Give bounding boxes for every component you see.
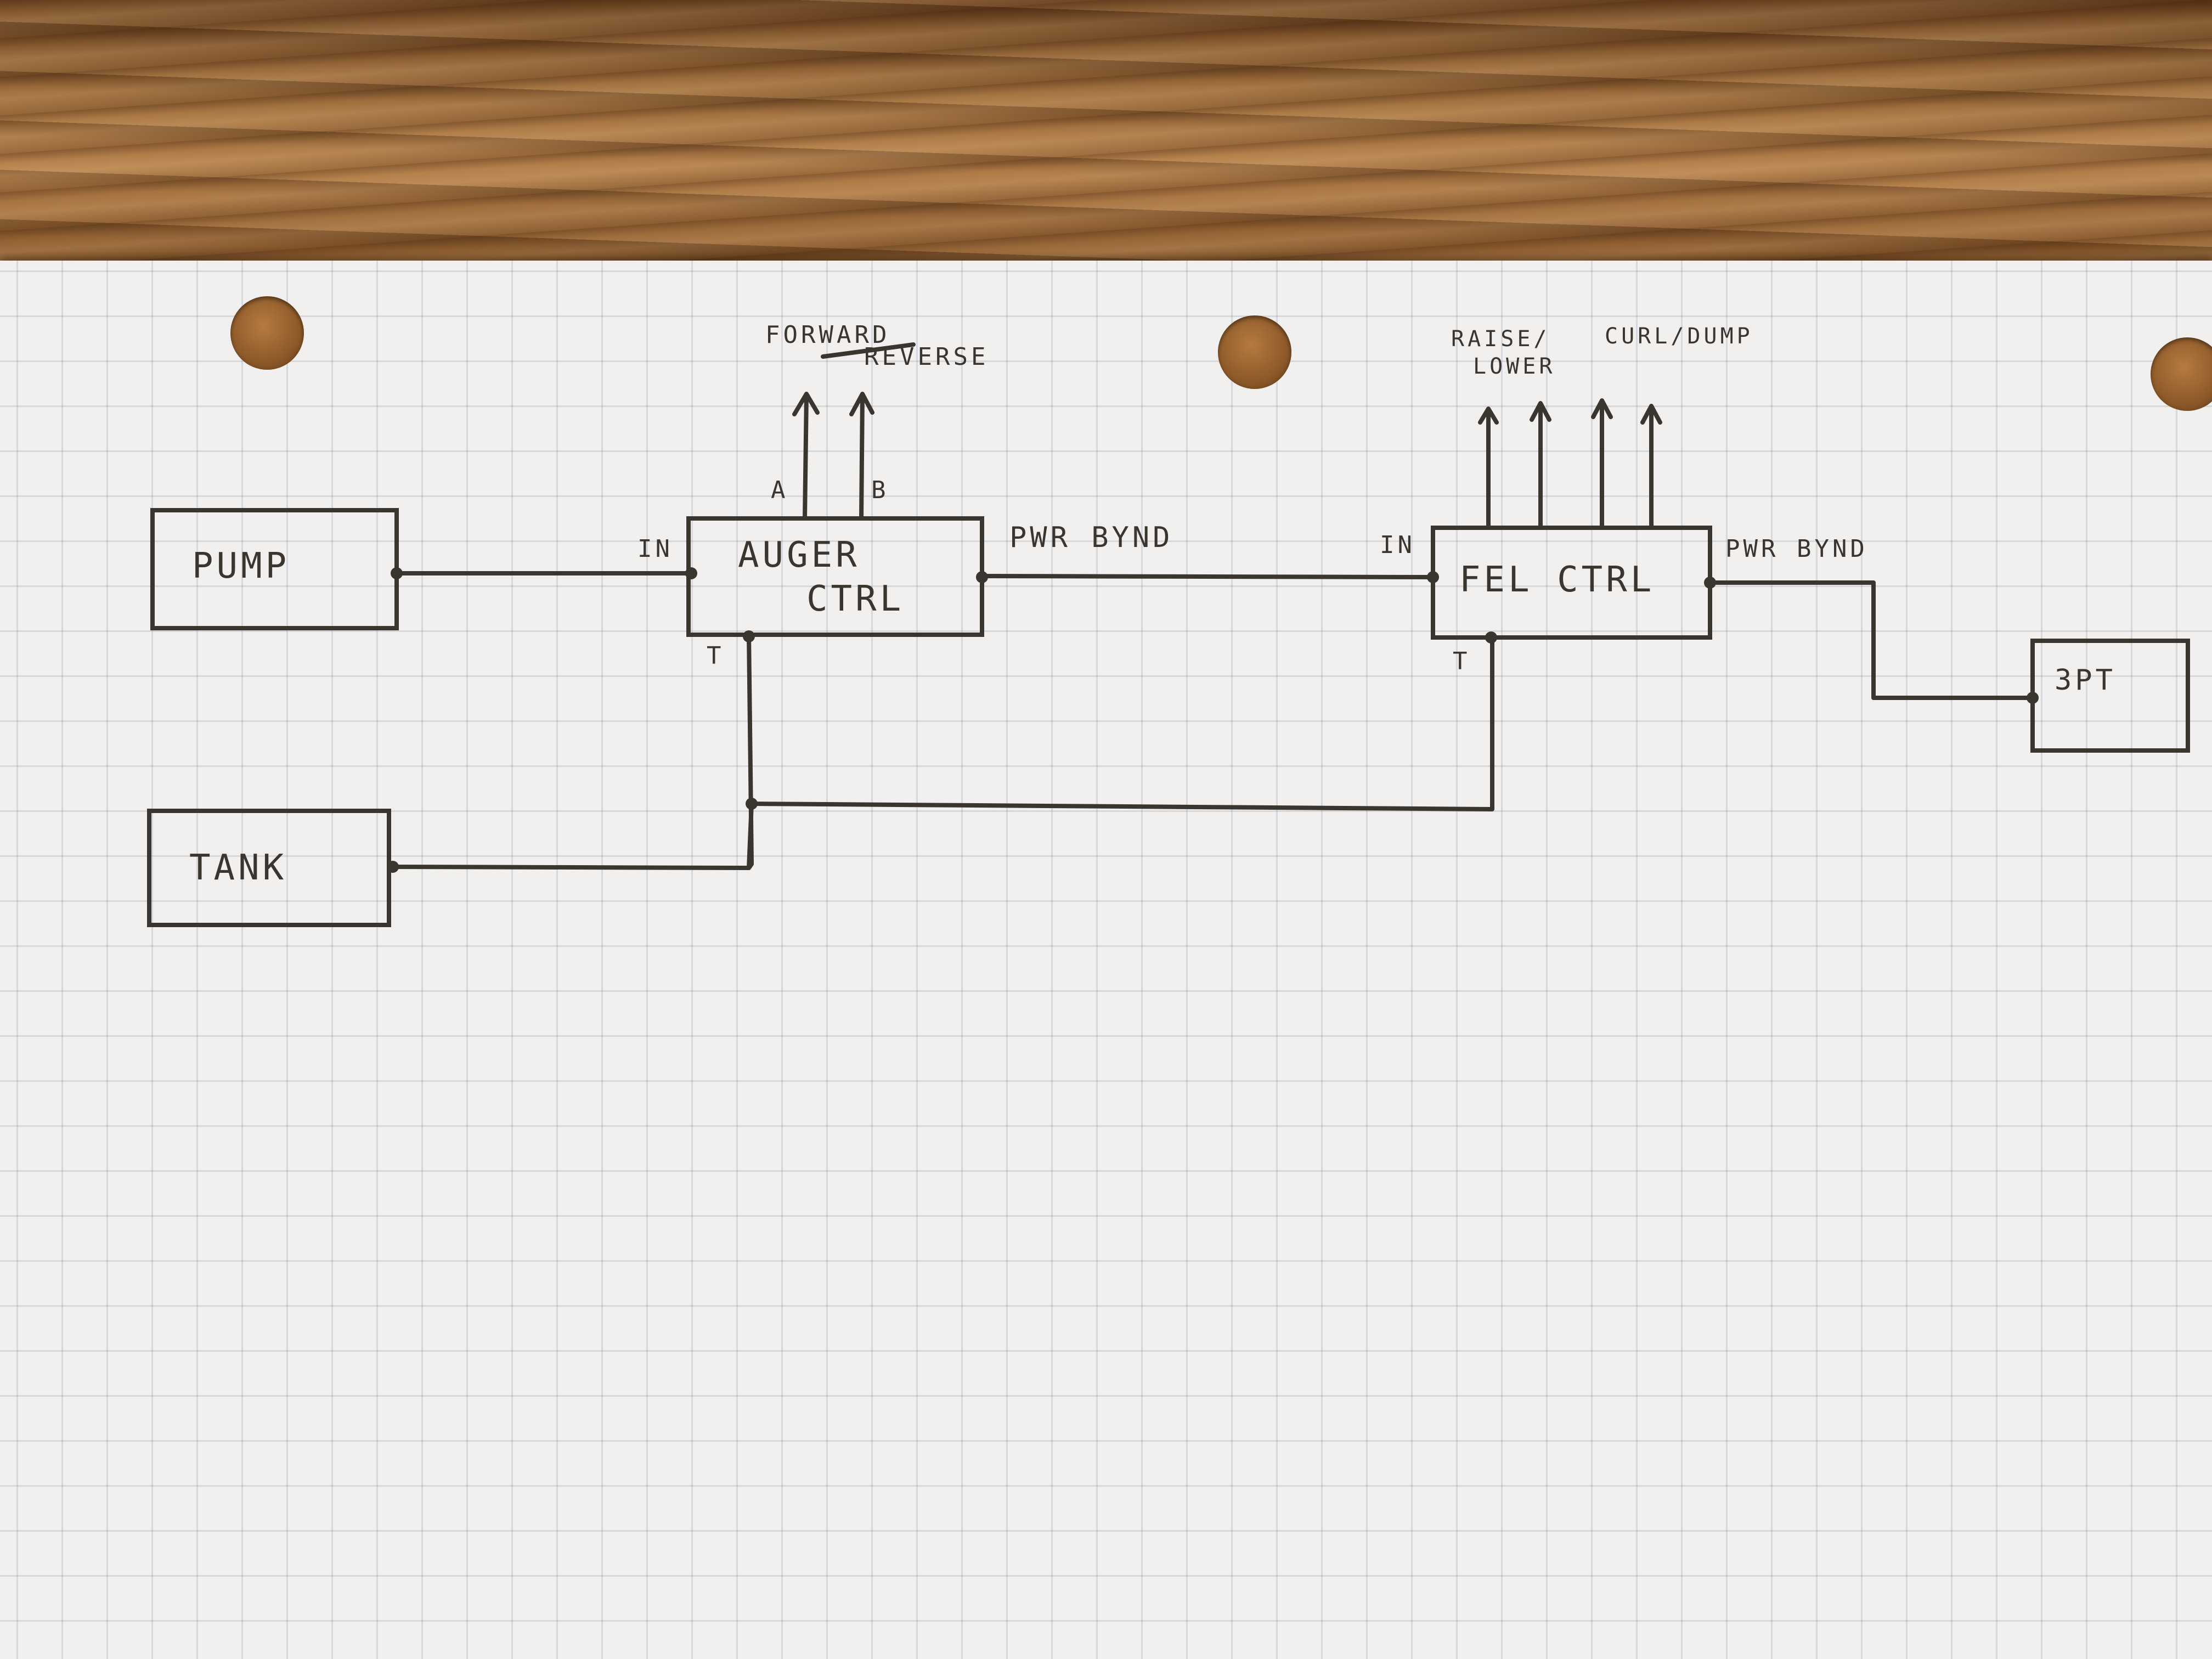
three-pt-label: 3PT bbox=[2055, 664, 2116, 697]
pump-out-dot bbox=[391, 567, 403, 579]
auger-pwr-dot bbox=[976, 571, 988, 583]
graph-paper-sheet bbox=[0, 261, 2212, 1659]
tank-return-line bbox=[387, 802, 754, 870]
forward-reverse-slash bbox=[821, 342, 916, 359]
reverse-label: REVERSE bbox=[864, 343, 989, 371]
auger-label-line2: CTRL bbox=[806, 579, 905, 619]
lower-label: LOWER bbox=[1473, 354, 1556, 379]
auger-in-dot bbox=[685, 567, 697, 579]
auger-b-label: B bbox=[871, 476, 889, 504]
tank-label: TANK bbox=[189, 848, 287, 888]
fel-pwr-bynd-label: PWR BYND bbox=[1725, 535, 1868, 563]
binder-hole-center bbox=[1218, 315, 1291, 389]
fel-pwr-dot bbox=[1704, 577, 1716, 589]
forward-label: FORWARD bbox=[765, 321, 890, 349]
fel-tank-return-line bbox=[749, 635, 1494, 811]
auger-a-label: A bbox=[771, 476, 789, 504]
raise-label: RAISE/ bbox=[1451, 326, 1550, 352]
pump-label: PUMP bbox=[192, 546, 290, 586]
fel-t-label: T bbox=[1453, 647, 1471, 675]
fel-curl-arrow bbox=[1591, 398, 1613, 530]
binder-hole-left bbox=[230, 296, 304, 370]
return-junction-dot bbox=[746, 798, 758, 810]
auger-t-dot bbox=[743, 630, 755, 642]
auger-in-label: IN bbox=[637, 535, 673, 563]
auger-port-a-arrow bbox=[792, 392, 820, 521]
fel-ctrl-label: FEL CTRL bbox=[1459, 560, 1655, 600]
auger-label-line1: AUGER bbox=[738, 535, 860, 575]
auger-pwr-bynd-label: PWR BYND bbox=[1009, 521, 1173, 554]
fel-dump-arrow bbox=[1640, 404, 1662, 530]
fel-t-dot bbox=[1485, 631, 1497, 644]
fel-in-label: IN bbox=[1380, 531, 1415, 559]
fel-lower-arrow bbox=[1530, 401, 1551, 530]
fel-to-3pt-line bbox=[1708, 580, 2035, 700]
auger-t-label: T bbox=[707, 642, 725, 670]
fel-in-dot bbox=[1427, 571, 1439, 583]
three-pt-in-dot bbox=[2027, 692, 2039, 704]
wooden-table bbox=[0, 0, 2212, 307]
binder-hole-right bbox=[2151, 337, 2212, 411]
fel-raise-arrow bbox=[1478, 407, 1499, 530]
tank-dot bbox=[387, 861, 399, 873]
auger-to-fel-line bbox=[980, 574, 1435, 579]
auger-port-b-arrow bbox=[849, 392, 874, 521]
curl-dump-label: CURL/DUMP bbox=[1605, 324, 1753, 349]
